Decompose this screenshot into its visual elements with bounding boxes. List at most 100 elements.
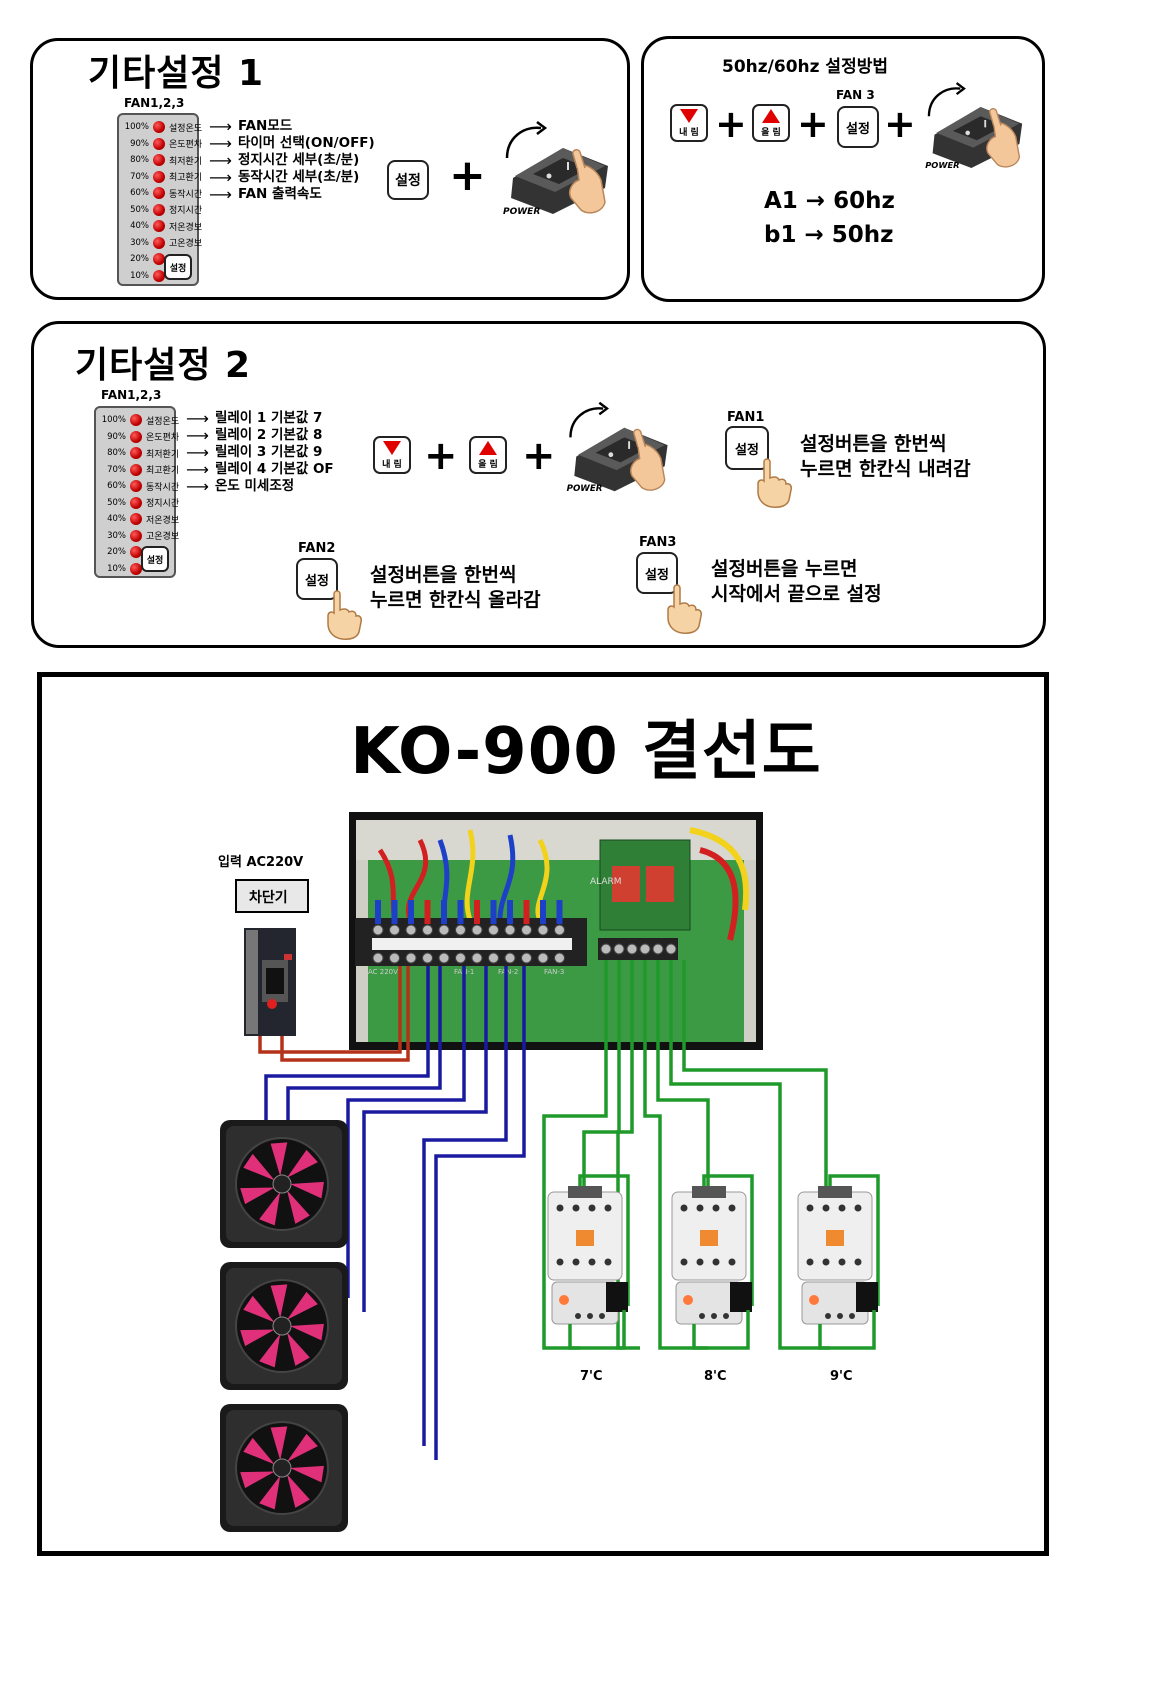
hz-setting-panel: [641, 36, 1045, 302]
up-label: 올 림: [478, 459, 498, 470]
led-row: 40%저온경보: [119, 218, 202, 234]
terminal-screw: [455, 924, 466, 936]
terminal-screw: [389, 952, 400, 964]
led-row: 60% 동작시간: [96, 478, 179, 494]
down-label: 내 림: [679, 127, 699, 138]
curved-arrow-icon: [505, 126, 542, 159]
down-label: 내 림: [382, 459, 402, 470]
relay-wire: [828, 1174, 880, 1306]
fan2-desc-line-2: 누르면 한칸식 올라감: [370, 589, 541, 611]
fan3-set-button[interactable]: 설정: [636, 552, 678, 594]
led-percent: 70%: [107, 464, 126, 475]
arrow-right-icon: ⟶: [186, 477, 209, 496]
led-name: 동작시간: [146, 482, 180, 493]
led-name: 설정온도: [169, 123, 203, 134]
terminal-screw: [471, 924, 483, 936]
setting-item: ⟶ 정지시간 세부(초/분): [209, 152, 375, 169]
fan1-desc: 설정버튼을 한번씩 누르면 한칸식 내려감: [800, 432, 971, 482]
up-button[interactable]: 올 림: [752, 104, 790, 142]
panel-set-button-1[interactable]: 설정: [164, 254, 192, 280]
terminal-screw: [537, 924, 549, 936]
led-percent: 90%: [130, 138, 149, 149]
down-button[interactable]: 내 림: [373, 436, 411, 474]
led-percent: 60%: [107, 481, 126, 491]
terminal-screw: [471, 952, 483, 964]
magnetic-contactor-icon: [547, 1174, 630, 1350]
plus-sign: +: [884, 102, 916, 146]
wire-lug: [408, 900, 414, 924]
led-percent: 100%: [124, 122, 149, 132]
fan-wire: [286, 966, 442, 1122]
panel-set-button-2[interactable]: 설정: [141, 546, 169, 572]
led-name: 저온경보: [169, 222, 203, 233]
led-indicator-icon: [153, 187, 165, 199]
led-name: 최고환기: [169, 173, 203, 183]
hand-icon: [568, 164, 606, 214]
wire-lug: [375, 900, 381, 924]
relay-2: [646, 866, 674, 902]
down-button[interactable]: 내 림: [670, 104, 708, 142]
up-button[interactable]: 올 림: [469, 436, 507, 474]
up-arrow-icon: [479, 440, 497, 455]
arrow-right-icon: ⟶: [209, 117, 232, 136]
set-button-1[interactable]: 설정: [387, 160, 429, 200]
led-indicator-icon: [153, 220, 165, 232]
power-switch-icon: POWER: [925, 82, 1023, 170]
down-arrow-icon: [680, 108, 698, 123]
section-1-item-list: ⟶FAN모드⟶타이머 선택(ON/OFF)⟶정지시간 세부(초/분)⟶동작시간 …: [209, 118, 375, 203]
setting-item-label: 정지시간 세부(초/분): [237, 152, 360, 168]
led-indicator-icon: [130, 529, 142, 542]
controller-enclosure: [356, 820, 756, 860]
fan-wire: [362, 966, 488, 1312]
fan-blade: [286, 1474, 310, 1508]
led-percent: 40%: [107, 514, 126, 524]
up-label: 올 림: [761, 127, 781, 138]
section-1-title: 기타설정 1: [88, 53, 265, 94]
fan2-set-button[interactable]: 설정: [296, 558, 338, 600]
led-percent: 60%: [130, 188, 149, 198]
plus-sign: +: [449, 150, 486, 201]
hz-fan-label: FAN 3: [836, 88, 875, 102]
arrow-right-icon: ⟶: [209, 151, 232, 170]
curved-arrow-icon: [927, 87, 961, 117]
led-row: 100%설정온도: [96, 412, 179, 428]
relay-wire: [702, 1174, 754, 1306]
wiring-title: KO-900 결선도: [350, 715, 822, 789]
led-indicator-icon: [153, 170, 165, 183]
setting-item: ⟶릴레이 2 기본값 8: [186, 427, 334, 444]
exhaust-fan-icon: [220, 1262, 348, 1390]
fan-blade: [259, 1333, 281, 1368]
led-row: 40%저온경보: [96, 511, 179, 527]
terminal-screw: [554, 924, 565, 936]
arrow-right-icon: ⟶: [209, 168, 232, 187]
power-label: POWER: [503, 207, 540, 217]
relay-terminal-screw: [600, 943, 612, 955]
terminal-screw: [405, 952, 417, 964]
led-name: 온도편차: [169, 140, 203, 150]
fan-blade: [243, 1437, 275, 1465]
led-row: 10%: [96, 561, 146, 577]
fan1-desc-line-1: 설정버튼을 한번씩: [800, 433, 947, 455]
fan-blade: [270, 1142, 288, 1177]
led-name: 고온경보: [169, 239, 203, 249]
wire-lug: [556, 900, 563, 924]
fan-blade: [243, 1153, 275, 1181]
pointing-hand-icon: [327, 590, 362, 640]
hz-set-button[interactable]: 설정: [837, 106, 879, 148]
led-indicator-icon: [130, 414, 142, 426]
led-percent: 30%: [107, 530, 126, 541]
led-name: 온도편차: [146, 433, 180, 443]
led-percent: 30%: [130, 237, 149, 248]
terminal-screw: [372, 952, 384, 964]
led-row: 20%: [96, 544, 146, 560]
power-wire: [280, 966, 410, 1062]
relay-terminal-screw: [626, 943, 638, 955]
led-indicator-icon: [130, 496, 142, 509]
fan1-set-button[interactable]: 설정: [725, 426, 769, 470]
led-row: 50%정지시간: [96, 495, 179, 511]
led-percent: 10%: [130, 270, 149, 281]
led-percent: 80%: [130, 155, 149, 165]
led-percent: 50%: [130, 204, 149, 215]
